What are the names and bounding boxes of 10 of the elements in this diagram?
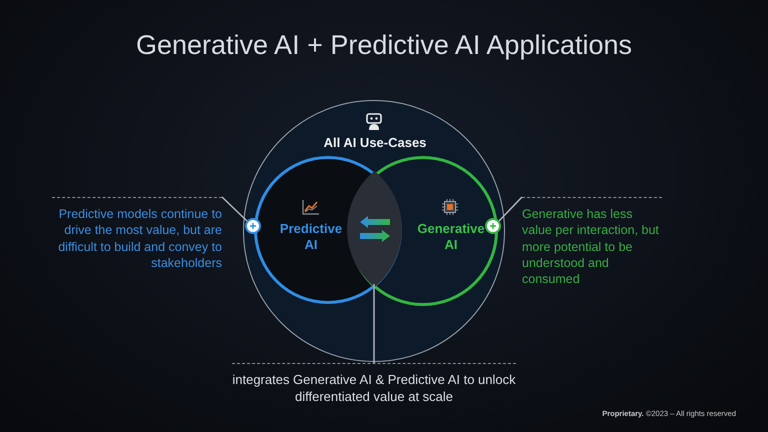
title: Generative AI + Predictive AI Applications: [134, 30, 634, 61]
circle-label: Predictive AI: [278, 221, 344, 254]
leader-line: [221, 196, 248, 222]
callout-text: Generative has less value per interaction, but more potential to be understood and consumed: [522, 197, 662, 288]
overlap-region: [347, 171, 402, 287]
callout-text: integrates Generative AI & Predictive AI to unlock differentiated value at scale: [232, 363, 516, 406]
circle-label: All AI Use-Cases: [322, 135, 428, 152]
circle-label: Generative AI: [416, 221, 486, 254]
leader-line: [498, 196, 523, 222]
callout-text: Predictive models continue to drive the most value, but are difficult to build and convey to stakeholders: [52, 197, 222, 271]
